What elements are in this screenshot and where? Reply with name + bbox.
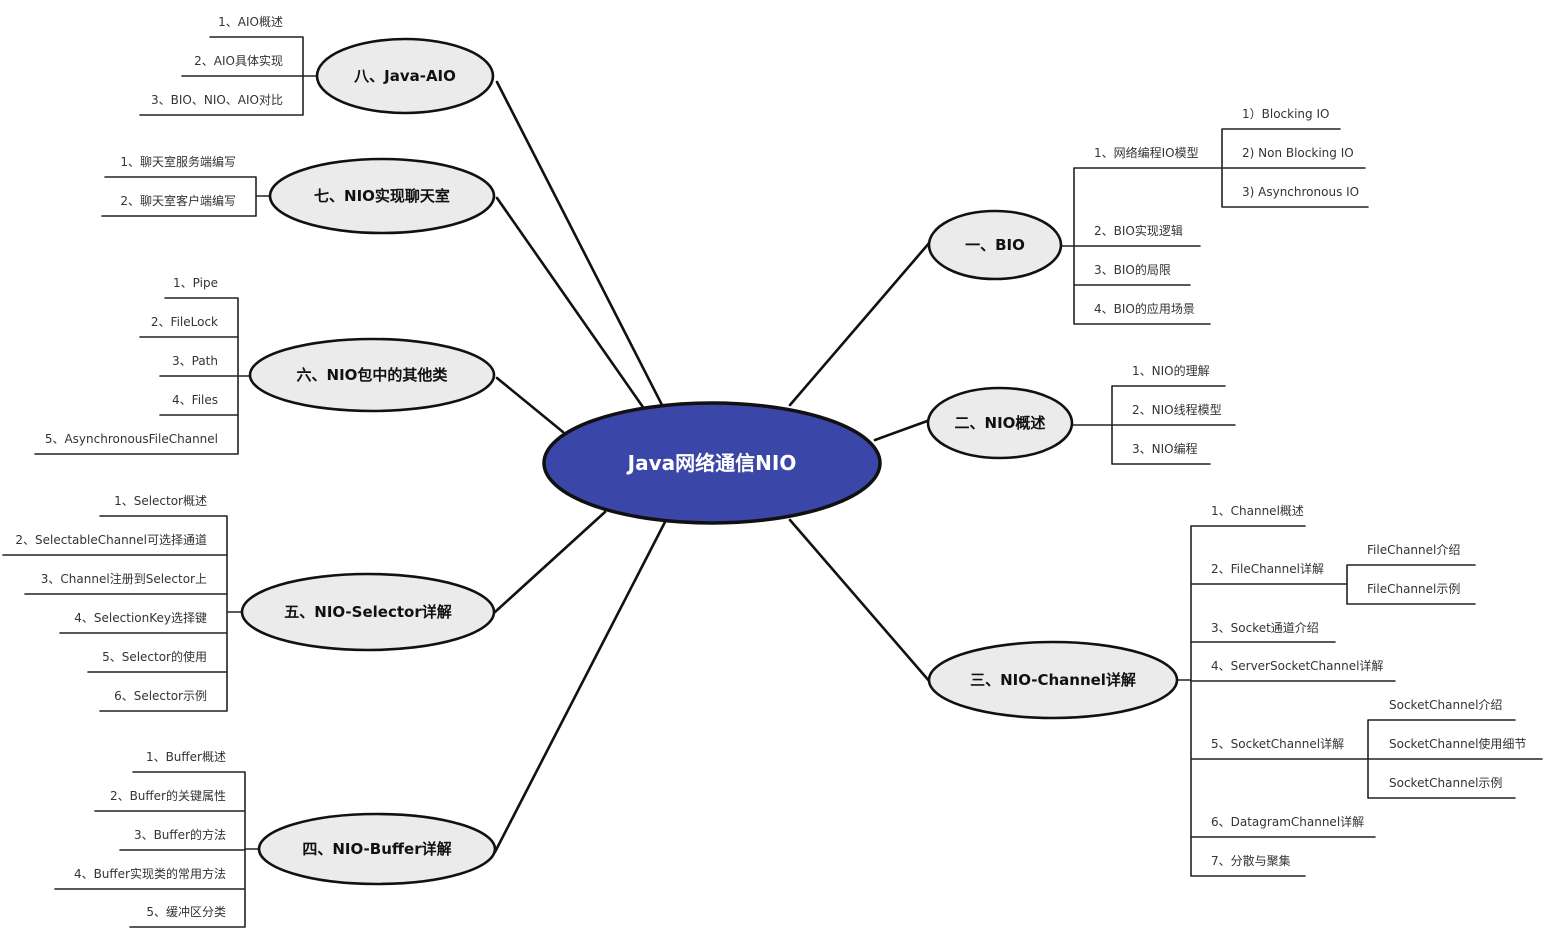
- spoke-b2: [873, 418, 932, 442]
- center-topic: Java网络通信NIO: [542, 401, 882, 525]
- subitem-label: SocketChannel介绍: [1389, 698, 1502, 712]
- subitem-label: SocketChannel示例: [1389, 776, 1502, 790]
- item-label: 2、AIO具体实现: [194, 53, 283, 68]
- branch-nio-selector: 五、NIO-Selector详解 1、Selector概述 2、Selectab…: [2, 494, 496, 712]
- item-label: 3、Channel注册到Selector上: [41, 571, 207, 586]
- nio-channel-connectors: [1177, 525, 1543, 877]
- branch-label-nio-chatroom: 七、NIO实现聊天室: [314, 187, 450, 205]
- center-label: Java网络通信NIO: [626, 451, 797, 475]
- item-label: 3、Path: [172, 354, 218, 368]
- branch-node-java-aio[interactable]: [315, 37, 495, 115]
- branch-nio-other-classes: 六、NIO包中的其他类 1、Pipe 2、FileLock 3、Path 4、F…: [34, 276, 496, 455]
- item-label: 5、缓冲区分类: [146, 904, 226, 919]
- branch-label-nio-selector: 五、NIO-Selector详解: [284, 603, 451, 621]
- nio-overview-connectors: [1069, 385, 1236, 465]
- item-label: 1、Channel概述: [1211, 504, 1304, 518]
- branch-nio-chatroom: 七、NIO实现聊天室 1、聊天室服务端编写 2、聊天室客户端编写: [101, 154, 496, 235]
- branch-label-nio-other-classes: 六、NIO包中的其他类: [297, 366, 449, 384]
- branch-label-nio-buffer: 四、NIO-Buffer详解: [302, 840, 451, 858]
- center-node[interactable]: [542, 401, 882, 525]
- subitem-label: 3) Asynchronous IO: [1242, 185, 1359, 199]
- item-label: 2、FileChannel详解: [1211, 561, 1324, 576]
- item-label: 1、Pipe: [173, 276, 218, 290]
- spoke-b4: [493, 520, 667, 854]
- item-label: 3、BIO的局限: [1094, 262, 1171, 277]
- java-aio-connectors: [139, 36, 319, 116]
- spoke-b7: [495, 196, 647, 412]
- item-label: 2、SelectableChannel可选择通道: [15, 533, 207, 547]
- item-label: 1、Buffer概述: [146, 750, 226, 764]
- branch-label-java-aio: 八、Java-AIO: [353, 67, 456, 85]
- nio-buffer-connectors: [54, 771, 261, 928]
- item-label: 1、聊天室服务端编写: [120, 154, 236, 169]
- subitem-label: FileChannel示例: [1367, 582, 1460, 596]
- nio-selector-connectors: [2, 515, 243, 712]
- spoke-b5: [493, 510, 607, 614]
- item-label: 4、Buffer实现类的常用方法: [74, 866, 226, 881]
- item-label: 1、AIO概述: [218, 15, 283, 29]
- item-label: 7、分散与聚集: [1211, 853, 1291, 868]
- item-label: 3、Buffer的方法: [134, 827, 226, 842]
- subitem-label: FileChannel介绍: [1367, 543, 1460, 557]
- branch-node-nio-chatroom[interactable]: [268, 157, 496, 235]
- item-label: 1、Selector概述: [114, 494, 207, 508]
- spoke-b1: [788, 240, 932, 407]
- branch-label-nio-channel: 三、NIO-Channel详解: [970, 671, 1136, 689]
- item-label: 1、网络编程IO模型: [1094, 145, 1199, 160]
- item-label: 6、Selector示例: [114, 689, 207, 703]
- spoke-b8: [495, 80, 664, 407]
- item-label: 3、Socket通道介绍: [1211, 621, 1319, 635]
- item-label: 5、Selector的使用: [102, 649, 207, 664]
- item-label: 2、BIO实现逻辑: [1094, 223, 1183, 238]
- item-label: 3、BIO、NIO、AIO对比: [151, 93, 283, 107]
- branch-node-bio[interactable]: [927, 209, 1063, 281]
- item-label: 4、Files: [172, 393, 218, 407]
- bio-connectors: [1061, 128, 1369, 325]
- item-label: 6、DatagramChannel详解: [1211, 814, 1364, 829]
- item-label: 5、AsynchronousFileChannel: [45, 432, 218, 446]
- spoke-b3: [788, 518, 932, 684]
- spoke-b6: [495, 376, 565, 434]
- nio-chatroom-connectors: [101, 176, 273, 217]
- branch-bio: 一、BIO 1、网络编程IO模型 2、BIO实现逻辑 3、BIO的局限 4、BI…: [927, 107, 1369, 325]
- branch-node-nio-buffer[interactable]: [257, 812, 497, 886]
- item-label: 2、聊天室客户端编写: [120, 193, 236, 208]
- branch-node-nio-other-classes[interactable]: [248, 337, 496, 413]
- subitem-label: 2) Non Blocking IO: [1242, 146, 1354, 160]
- branch-node-nio-channel[interactable]: [927, 640, 1179, 720]
- branch-label-nio-overview: 二、NIO概述: [955, 414, 1046, 432]
- item-label: 5、SocketChannel详解: [1211, 736, 1344, 751]
- branch-node-nio-selector[interactable]: [240, 572, 496, 652]
- branch-label-bio: 一、BIO: [965, 236, 1025, 254]
- nio-other-connectors: [34, 297, 253, 455]
- spokes: [493, 80, 932, 854]
- branch-java-aio: 八、Java-AIO 1、AIO概述 2、AIO具体实现 3、BIO、NIO、A…: [139, 15, 495, 116]
- subitem-label: SocketChannel使用细节: [1389, 736, 1526, 751]
- item-label: 3、NIO编程: [1132, 441, 1198, 456]
- item-label: 2、FileLock: [151, 315, 218, 329]
- item-label: 2、Buffer的关键属性: [110, 788, 226, 803]
- item-label: 4、BIO的应用场景: [1094, 301, 1195, 316]
- branch-nio-channel: 三、NIO-Channel详解 1、Channel概述 2、FileChanne…: [927, 504, 1543, 877]
- item-label: 4、SelectionKey选择键: [74, 611, 207, 625]
- subitem-label: 1）Blocking IO: [1242, 107, 1329, 121]
- branch-nio-overview: 二、NIO概述 1、NIO的理解 2、NIO线程模型 3、NIO编程: [926, 363, 1236, 465]
- item-label: 1、NIO的理解: [1132, 363, 1210, 378]
- item-label: 2、NIO线程模型: [1132, 402, 1222, 417]
- branch-node-nio-overview[interactable]: [926, 386, 1074, 460]
- branch-nio-buffer: 四、NIO-Buffer详解 1、Buffer概述 2、Buffer的关键属性 …: [54, 750, 497, 928]
- item-label: 4、ServerSocketChannel详解: [1211, 658, 1383, 673]
